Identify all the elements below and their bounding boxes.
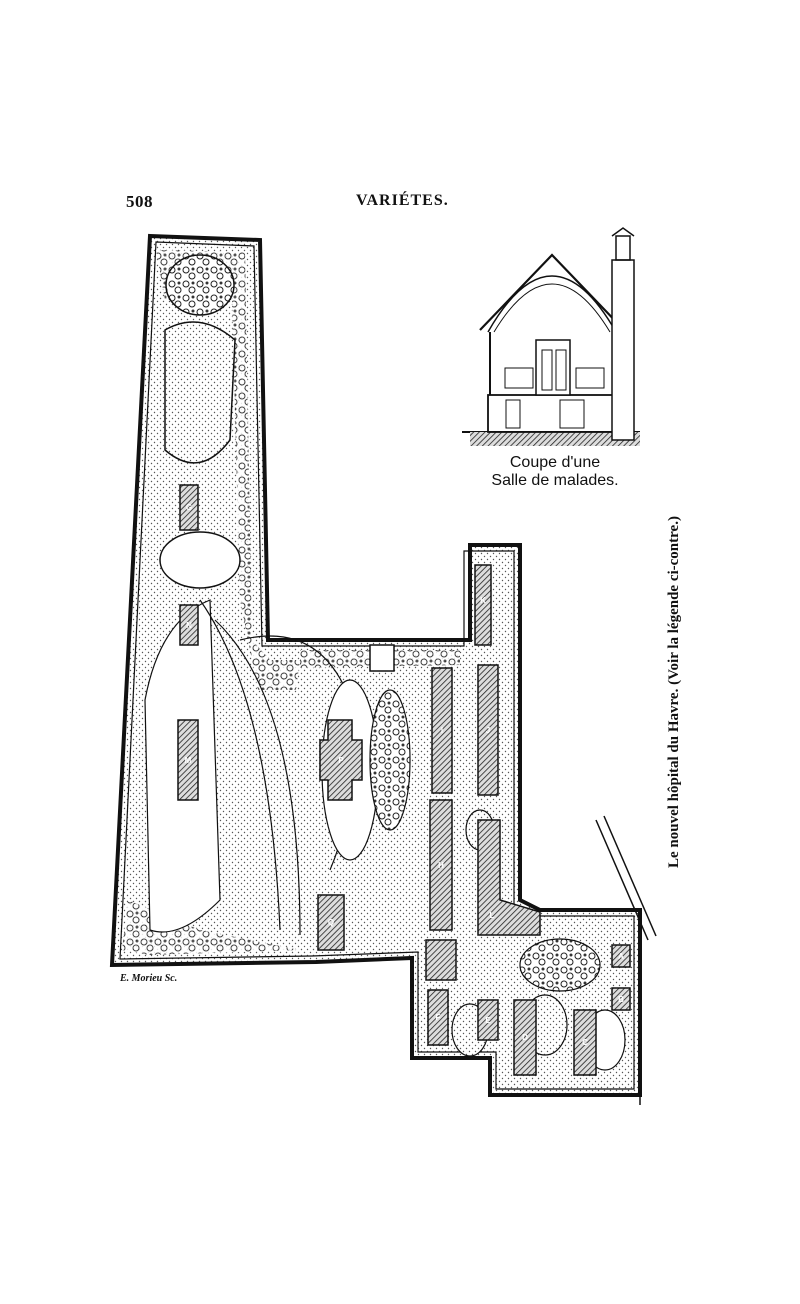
label-K: K bbox=[480, 596, 486, 605]
label-E: E bbox=[485, 1016, 491, 1025]
building-N bbox=[179, 604, 199, 646]
building-M bbox=[177, 719, 199, 801]
label-A: A bbox=[618, 952, 624, 961]
building-L bbox=[477, 819, 541, 936]
label-G: G bbox=[186, 503, 192, 512]
inset-caption-line1: Coupe d'une bbox=[509, 454, 601, 471]
figure-caption: Le nouvel hôpital du Havre. (Voir la lég… bbox=[666, 516, 682, 868]
building-H bbox=[429, 799, 453, 931]
building-E bbox=[477, 999, 499, 1041]
label-F: F bbox=[436, 1013, 441, 1022]
label-N: N bbox=[186, 621, 192, 630]
inset-caption-line2: Salle de malades. bbox=[491, 472, 619, 489]
label-H: H bbox=[438, 861, 444, 870]
building-A bbox=[611, 944, 631, 968]
engraver-signature: E. Morieu Sc. bbox=[120, 973, 178, 984]
label-P: P bbox=[338, 756, 344, 765]
building-Q bbox=[317, 894, 345, 951]
label-J: J bbox=[486, 726, 490, 735]
building-G bbox=[179, 484, 199, 531]
label-M: M bbox=[185, 756, 192, 765]
label-Q: Q bbox=[328, 918, 334, 927]
label-I: I bbox=[441, 726, 443, 735]
building-D bbox=[513, 999, 537, 1076]
building-F bbox=[427, 989, 449, 1046]
building-C bbox=[573, 1009, 597, 1076]
building-B bbox=[611, 987, 631, 1011]
label-L: L bbox=[490, 911, 495, 920]
running-title: VARIÉTES. bbox=[356, 192, 449, 209]
page-number: 508 bbox=[126, 192, 153, 211]
ward-cross-section bbox=[462, 227, 640, 446]
building-I bbox=[431, 667, 453, 794]
label-D: D bbox=[522, 1033, 528, 1042]
label-B: B bbox=[618, 995, 624, 1004]
label-C: C bbox=[582, 1038, 588, 1047]
building-J bbox=[477, 664, 499, 796]
building-K bbox=[474, 564, 492, 646]
building-P bbox=[319, 719, 363, 801]
